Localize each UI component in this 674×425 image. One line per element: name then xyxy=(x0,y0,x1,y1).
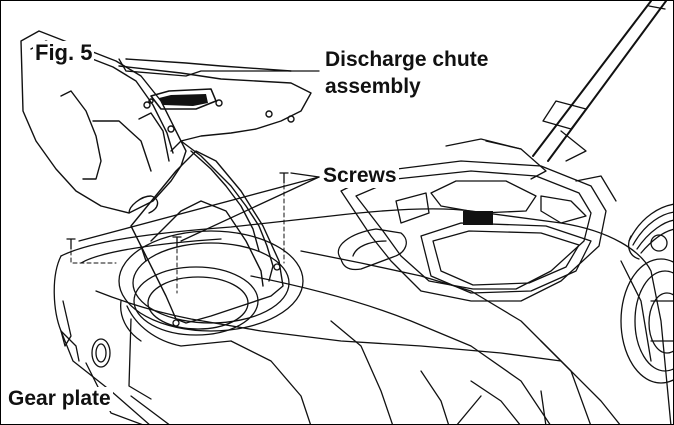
discharge-chute-label-line2: assembly xyxy=(323,75,423,99)
figure-label: Fig. 5 xyxy=(33,40,95,65)
screws-label: Screws xyxy=(321,164,399,188)
adjust-lever xyxy=(337,228,407,271)
mower-deck xyxy=(53,208,672,424)
rear-wheel xyxy=(620,258,673,384)
discharge-chute-label-line1: Discharge chute xyxy=(323,48,491,72)
discharge-chute xyxy=(20,30,312,324)
leader-lines xyxy=(78,58,320,400)
motor-cover xyxy=(340,130,617,302)
discharge-opening xyxy=(118,230,304,347)
handle-bars xyxy=(532,1,667,162)
screws-parts xyxy=(66,172,289,250)
cable-coil xyxy=(628,203,673,260)
alignment-lines xyxy=(70,184,285,294)
gear-plate-label: Gear plate xyxy=(6,387,113,411)
